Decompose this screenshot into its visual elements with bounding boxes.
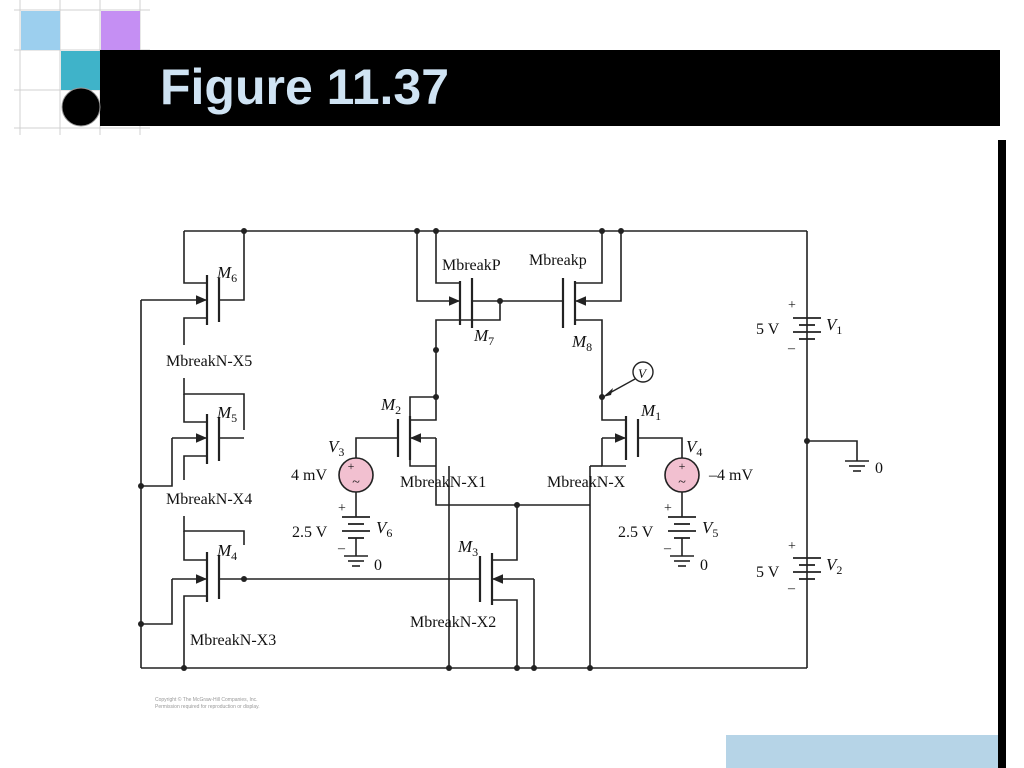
v2-minus: – (787, 581, 796, 596)
m7-label: M7 (473, 326, 494, 348)
v3-tilde: ~ (352, 475, 360, 490)
m8-label: M8 (571, 332, 592, 354)
v1-value: 5 V (756, 321, 780, 338)
v5-minus: – (663, 541, 672, 556)
v1-label: V1 (826, 315, 842, 337)
mbreakn-x-label: MbreakN-X (547, 474, 626, 491)
v5-label: V5 (702, 518, 718, 540)
m3-label: M3 (457, 537, 478, 559)
v5-ground-label: 0 (700, 557, 708, 574)
mbreakn-x5-label: MbreakN-X5 (166, 353, 252, 370)
transistor-m8 (561, 231, 622, 397)
m1-label: M1 (640, 401, 661, 423)
title-bar (100, 50, 1000, 126)
transistor-m3 (478, 505, 535, 668)
copyright-line-2: Permission required for reproduction or … (155, 704, 260, 710)
probe-v-label: V (638, 366, 648, 381)
v5-value: 2.5 V (618, 524, 654, 541)
transistor-m1 (589, 397, 683, 668)
v6-value: 2.5 V (292, 524, 328, 541)
m4-label: M4 (216, 541, 237, 563)
ground-branch (807, 440, 858, 461)
corner-grid-graphic (14, 0, 150, 135)
ground-symbol-right (845, 460, 869, 472)
v1-minus: – (787, 341, 796, 356)
v2-label: V2 (826, 555, 842, 577)
v4-tilde: ~ (678, 475, 686, 490)
transistor-m4 (141, 516, 480, 668)
copyright-line-1: Copyright © The McGraw-Hill Companies, I… (155, 697, 258, 703)
copyright-notice: Copyright © The McGraw-Hill Companies, I… (155, 697, 260, 711)
m6-label: M6 (216, 263, 237, 285)
m5-label: M5 (216, 403, 237, 425)
v6-minus: – (337, 541, 346, 556)
v6-ground-label: 0 (374, 557, 382, 574)
mbreakn-x2-label: MbreakN-X2 (410, 614, 496, 631)
v6-label: V6 (376, 518, 392, 540)
junction-dots (138, 228, 810, 671)
v1-plus: + (788, 298, 796, 313)
v4-value: –4 mV (708, 467, 753, 484)
voltage-probe (603, 361, 654, 397)
corner-decoration (0, 0, 150, 140)
v2-value: 5 V (756, 564, 780, 581)
v4-plus: + (679, 459, 686, 473)
transistor-m5 (141, 378, 245, 487)
m2-label: M2 (380, 395, 401, 417)
ground-right-label: 0 (875, 460, 883, 477)
battery-v1 (793, 317, 821, 340)
mbreakp-lower-label: Mbreakp (529, 252, 587, 269)
source-v3 (338, 457, 374, 567)
v3-value: 4 mV (291, 467, 327, 484)
mbreakn-x1-label: MbreakN-X1 (400, 474, 486, 491)
source-v4 (664, 457, 700, 567)
transistor-m6 (141, 231, 245, 345)
mbreakp-upper-label: MbreakP (442, 257, 501, 274)
v2-plus: + (788, 539, 796, 554)
teal-square (61, 51, 100, 90)
purple-square (101, 11, 140, 50)
blue-square (21, 11, 60, 50)
v3-plus: + (348, 459, 355, 473)
corner-circle (61, 87, 101, 127)
battery-v2 (793, 557, 821, 580)
bottom-accent-bar (726, 735, 998, 768)
v6-plus: + (338, 501, 346, 516)
v5-plus: + (664, 501, 672, 516)
v3-label: V3 (328, 437, 344, 459)
circuit-schematic: M6 M5 M4 M2 M1 M3 M7 M8 MbreakN-X5 Mbrea… (138, 228, 883, 671)
slide-title: Figure 11.37 (160, 59, 450, 115)
transistor-m2 (355, 396, 590, 506)
transistor-m7 (416, 231, 563, 397)
right-edge-stripe (998, 140, 1006, 768)
mbreakn-x3-label: MbreakN-X3 (190, 632, 276, 649)
v4-label: V4 (686, 437, 702, 459)
mbreakn-x4-label: MbreakN-X4 (166, 491, 252, 508)
